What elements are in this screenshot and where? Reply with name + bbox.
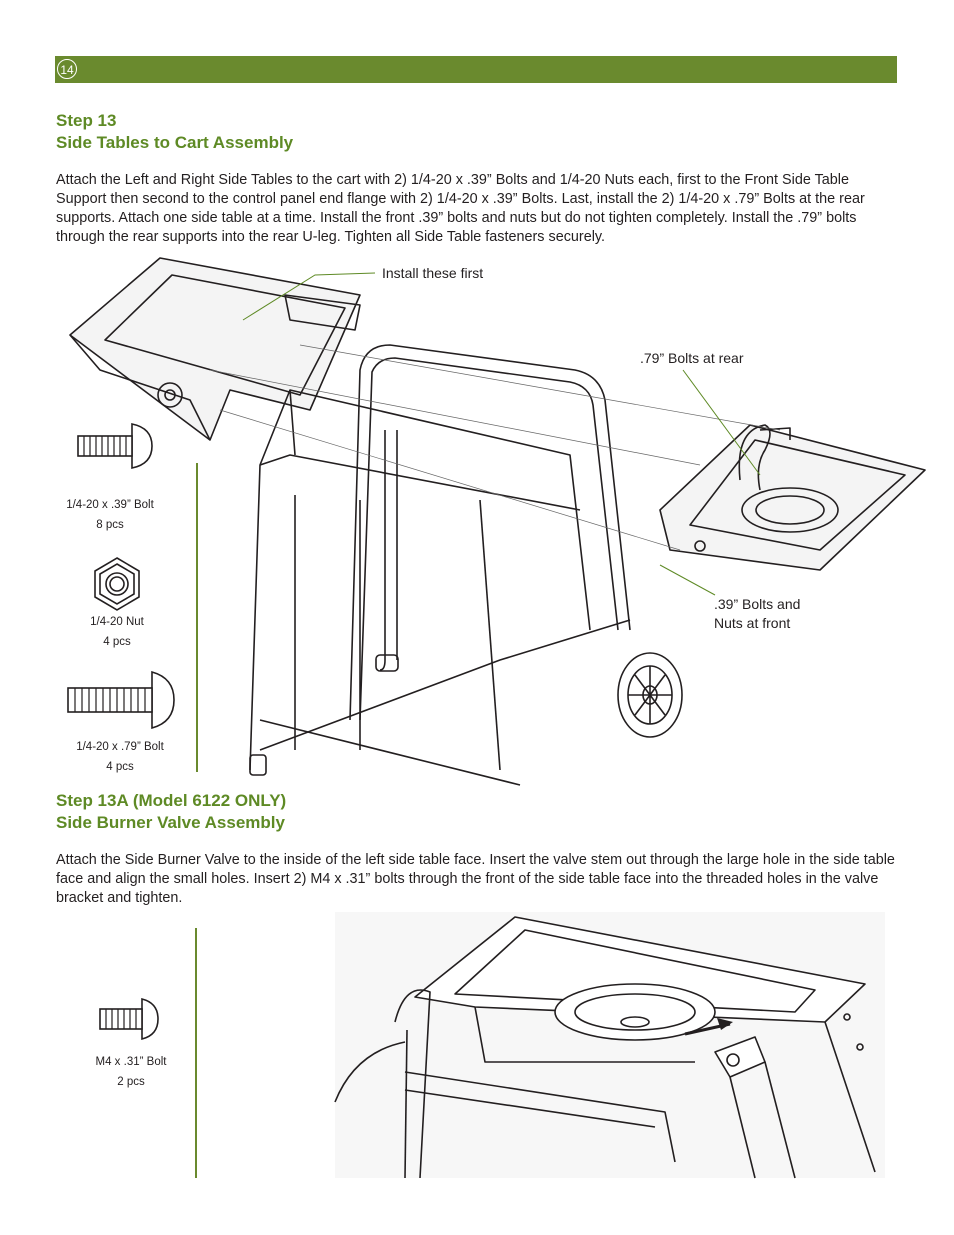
alignment-lines [209,344,781,551]
step13a-heading: Side Burner Valve Assembly [56,813,285,832]
callout-leaders [242,272,761,596]
callout-rear-bolts: .79” Bolts at rear [640,350,744,366]
part-bolt-39: 1/4-20 x .39” Bolt 8 pcs [66,499,154,531]
right-side-table [659,424,926,571]
callout-front-bolts: .39” Bolts and Nuts at front [714,596,801,631]
cart-frame [249,344,631,786]
bolt-m4-icon [99,997,159,1041]
step13-number: Step 13 [56,111,117,130]
legend-divider-step13a [195,928,197,1178]
step13-heading: Side Tables to Cart Assembly [56,133,294,152]
step13a-title: Step 13A (Model 6122 ONLY) Side Burner V… [56,790,286,834]
side-burner-valve-illustration [334,912,885,1179]
part-bolt-79: 1/4-20 x .79” Bolt 4 pcs [76,741,164,773]
part-bolt-m4: M4 x .31” Bolt 2 pcs [95,1056,167,1088]
bolt-39-icon [77,423,153,469]
legend-divider-step13 [196,463,198,772]
nut-icon [94,557,140,611]
cart-assembly-illustration [69,257,926,786]
part-nut: 1/4-20 Nut 4 pcs [90,616,144,648]
step13-title: Step 13 Side Tables to Cart Assembly [56,110,293,154]
left-side-table [69,257,361,441]
step13a-instructions: Attach the Side Burner Valve to the insi… [56,852,895,906]
callout-install-first: Install these first [382,265,484,281]
bolt-79-icon [67,670,175,730]
step13a-number: Step 13A (Model 6122 ONLY) [56,791,287,810]
cart-wheel [617,652,683,738]
step13-instructions: Attach the Left and Right Side Tables to… [56,172,865,245]
page-number: 14 [57,59,77,79]
page-header-bar: 14 [55,56,897,83]
